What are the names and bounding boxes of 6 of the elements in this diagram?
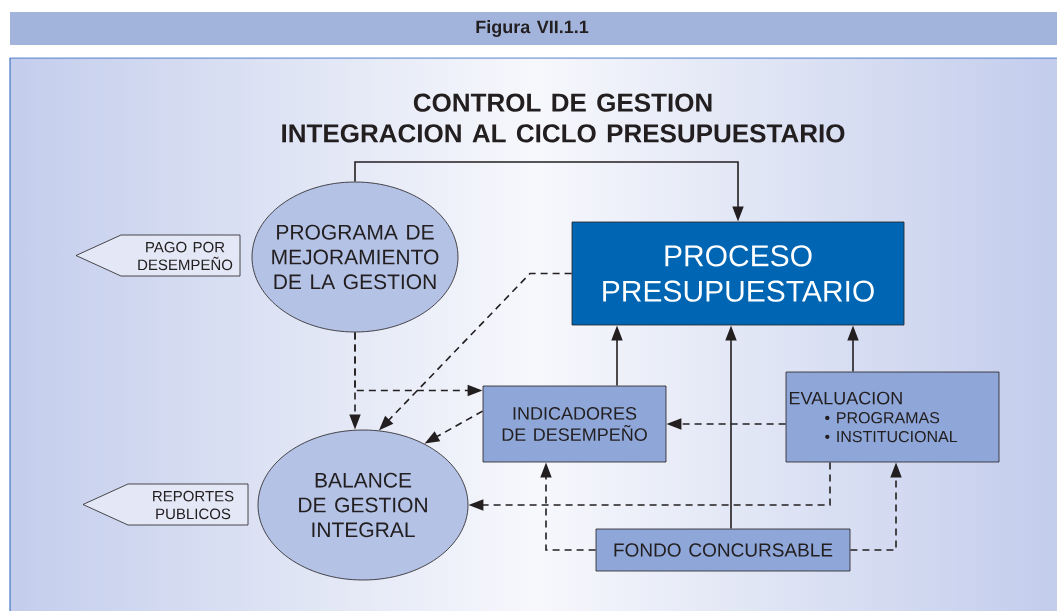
process-box: PROCESO PRESUPUESTARIO [571, 221, 905, 326]
process-box: INDICADORES DE DESEMPEÑO [482, 385, 667, 463]
process-box: EVALUACION • PROGRAMAS • INSTITUCIONAL [785, 371, 1000, 463]
process-box: FONDO CONCURSABLE [595, 528, 851, 572]
header-bar: Figura VII.1.1 [10, 12, 1057, 45]
title: CONTROL DE GESTION INTEGRACION AL CICLO PRESUPUESTARIO [282, 93, 845, 143]
